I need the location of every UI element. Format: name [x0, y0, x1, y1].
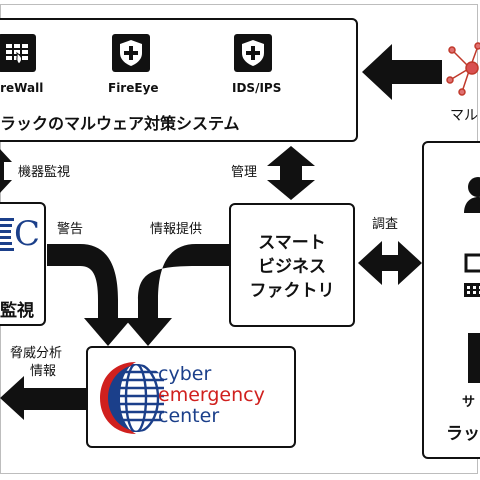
monitoring-label: 監視 [0, 301, 34, 321]
monitoring-box: C 監視 [0, 202, 46, 326]
computer-icon [464, 253, 480, 297]
firewall-icon [0, 34, 36, 72]
person-icon [464, 177, 480, 213]
cec-line-emergency: emergency [158, 384, 265, 406]
smart-factory-line-3: ファクトリ [249, 281, 335, 301]
label-info-provision: 情報提供 [150, 222, 203, 237]
right-box-text-1: サ [462, 395, 476, 410]
smart-business-factory-box: スマート ビジネス ファクトリ [229, 203, 355, 327]
label-threat-analysis-1: 脅威分析 [10, 346, 63, 361]
cec-text: cyber emergency center [158, 364, 265, 427]
lac-right-box: サ ラッ [422, 141, 480, 459]
malware-countermeasure-system-box: ireWall FireEye IDS/IPS ラックのマルウェア対策システム [0, 18, 358, 142]
ids-ips-shield-icon [234, 34, 272, 72]
label-warning: 警告 [57, 222, 84, 237]
label-threat-analysis-2: 情報 [30, 364, 57, 379]
right-box-text-2: ラッ [446, 424, 480, 444]
server-icon [468, 333, 480, 383]
ids-ips-label: IDS/IPS [232, 81, 282, 95]
label-investigation: 調査 [372, 217, 399, 232]
fireeye-label: FireEye [108, 81, 159, 95]
smart-factory-line-2: ビジネス [258, 257, 326, 277]
label-management: 管理 [231, 165, 258, 180]
cec-line-cyber: cyber [158, 363, 212, 385]
label-device-monitoring: 機器監視 [18, 165, 71, 180]
globe-logo-icon [100, 362, 164, 434]
monitoring-logo-letter: C [14, 214, 38, 254]
fireeye-shield-icon [112, 34, 150, 72]
smart-factory-line-1: スマート [258, 233, 326, 253]
system-title: ラックのマルウェア対策システム [0, 114, 240, 133]
cyber-emergency-center-box: cyber emergency center [86, 346, 296, 448]
monitoring-logo: C [0, 212, 38, 258]
firewall-label: ireWall [0, 81, 44, 95]
malware-label: マル [450, 108, 478, 124]
cec-line-center: center [158, 405, 220, 427]
smart-factory-text: スマート ビジネス ファクトリ [231, 231, 353, 303]
